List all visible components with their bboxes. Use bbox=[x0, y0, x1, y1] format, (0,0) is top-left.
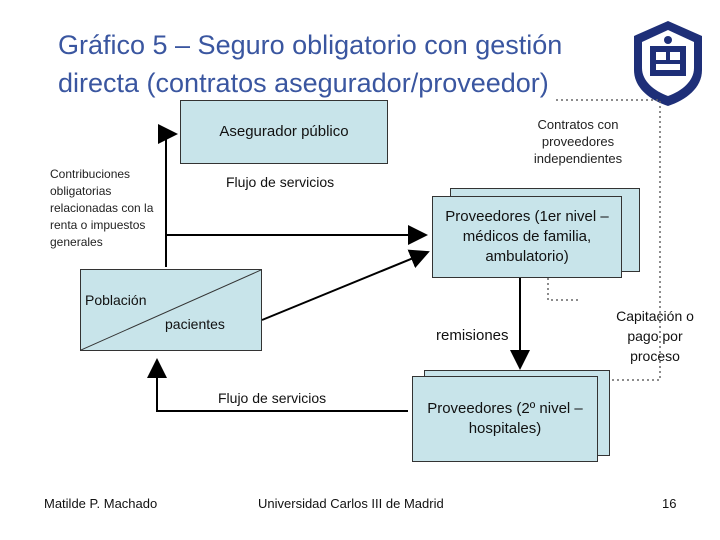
slide-title-line-2: directa (contratos asegurador/proveedor) bbox=[58, 68, 549, 98]
capitation-label: Capitación o pago por proceso bbox=[616, 308, 694, 364]
referrals-label: remisiones bbox=[436, 327, 509, 344]
population-label: Población bbox=[85, 292, 147, 308]
secondary-providers-label: Proveedores (2º nivel –hospitales) bbox=[427, 400, 583, 437]
service-flow-top-label: Flujo de servicios bbox=[226, 174, 335, 190]
arrow-services-bottom bbox=[147, 358, 408, 412]
contributions-label: Contribuciones obligatorias relacionadas… bbox=[50, 167, 154, 249]
patients-label: pacientes bbox=[165, 316, 225, 332]
capitation-dotted-line bbox=[547, 278, 580, 301]
arrow-patients bbox=[261, 249, 430, 321]
contracts-note: Contratos con proveedores independientes bbox=[533, 117, 623, 166]
insurer-box: Asegurador público bbox=[180, 100, 388, 164]
footer-page-number: 16 bbox=[662, 496, 677, 511]
secondary-providers-box: Proveedores (2º nivel –hospitales) bbox=[412, 376, 598, 462]
insurer-label: Asegurador público bbox=[219, 123, 349, 140]
primary-providers-box: Proveedores (1er nivel – médicos de fami… bbox=[432, 196, 622, 278]
population-diagonal bbox=[81, 270, 261, 350]
service-flow-bottom-label: Flujo de servicios bbox=[218, 390, 327, 406]
slide-title: Gráfico 5 – Seguro obligatorio con gesti… bbox=[58, 26, 658, 102]
university-logo bbox=[630, 18, 706, 108]
arrow-contributions bbox=[158, 124, 178, 267]
footer-author: Matilde P. Machado bbox=[44, 496, 158, 511]
footer-institution: Universidad Carlos III de Madrid bbox=[258, 496, 444, 511]
population-box: Población pacientes bbox=[80, 269, 262, 351]
contracts-dotted-line bbox=[556, 99, 661, 381]
slide-title-line-1: Gráfico 5 – Seguro obligatorio con gesti… bbox=[58, 30, 563, 60]
primary-providers-label: Proveedores (1er nivel – médicos de fami… bbox=[445, 208, 609, 265]
